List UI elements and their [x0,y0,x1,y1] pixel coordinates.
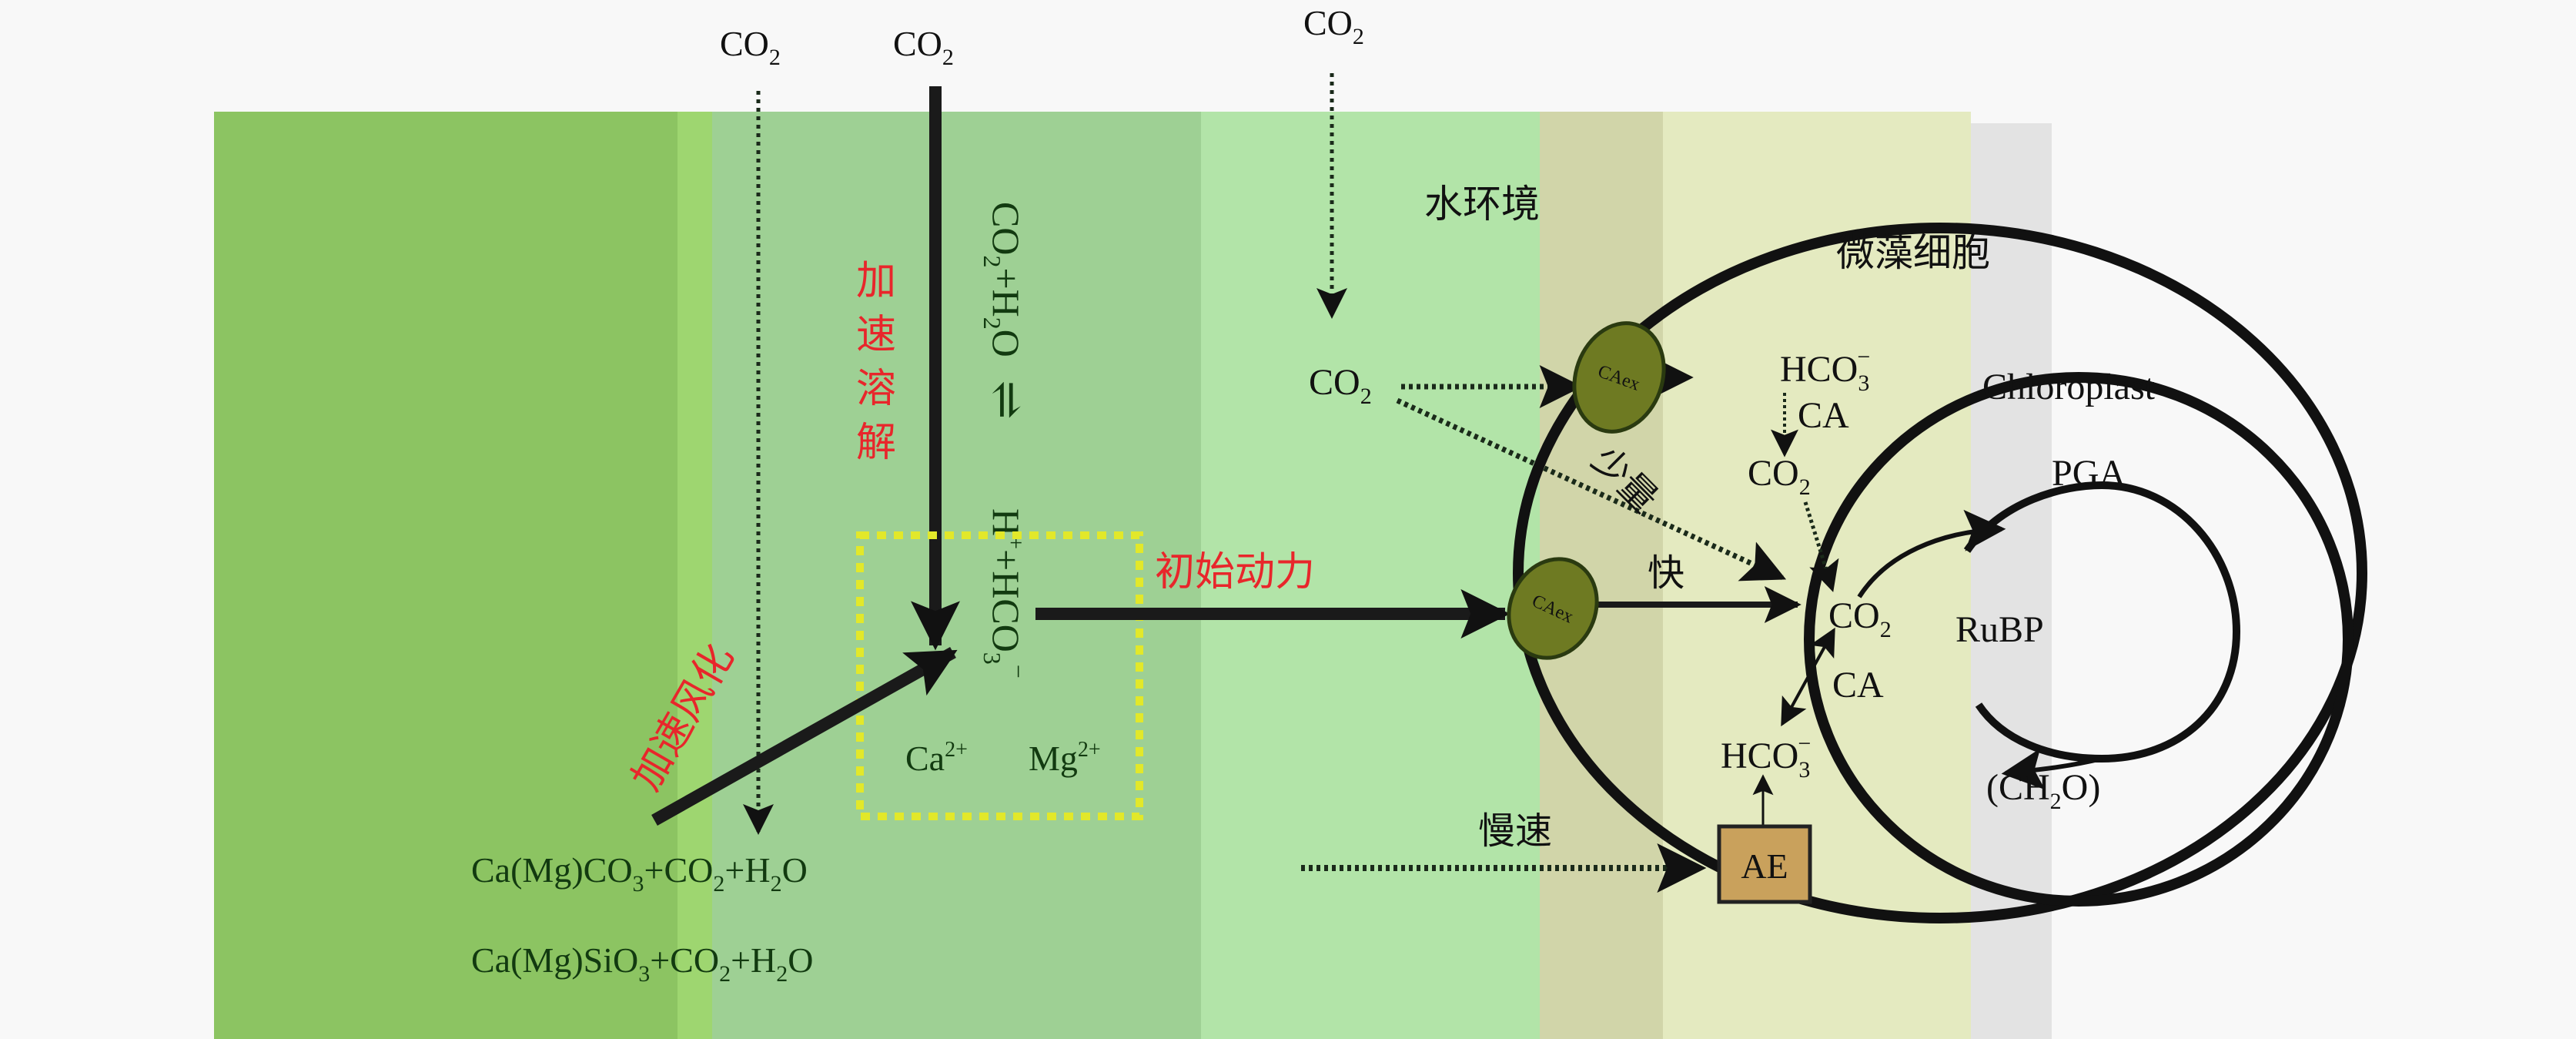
pga-label: PGA [2052,453,2126,494]
band-rock [214,112,677,1039]
calcium-ion-label: Ca2+ [905,738,968,778]
equilibrium-equation: CO2+H2O ⇌ H++HCO3− [979,202,1032,679]
equilibrium-arrow: ⇌ [982,380,1032,419]
slow-label: 慢速 [1478,809,1552,853]
accelerate-dissolution-label: 加 速 溶 解 [856,258,896,466]
microalgae-cell-label: 微藻细胞 [1836,230,1990,275]
water-environment-label: 水环境 [1424,182,1540,226]
caex-lower: CAex [1507,557,1599,660]
cytoplasm-hco3-lower: HCO3− [1721,731,1811,783]
weathering-arrow [651,647,958,826]
calvin-cycle-loop [1963,481,2241,763]
svg-text:解: 解 [856,420,896,466]
chloroplast-label: Chloroplast [1982,367,2156,407]
cytoplasm-ca-upper: CA [1798,395,1849,436]
band-rock-edge [677,112,712,1039]
atmosphere-co2-mid-label: CO2 [893,24,954,70]
svg-text:溶: 溶 [856,366,896,412]
chloroplast-ca-label: CA [1832,665,1884,706]
ions-dashed-box [856,531,1143,820]
atmosphere-co2-right-label: CO2 [1303,3,1364,49]
carbonate-reaction: Ca(Mg)CO3+CO2+H2O [471,850,808,897]
co2-fixation-arrow [1857,509,2006,598]
microalgae-cell-membrane [1513,223,2367,923]
ae-transporter: AE [1717,824,1812,904]
atmosphere-co2-left-label: CO2 [720,24,781,70]
cytoplasm-hco3-upper: HCO3− [1780,344,1870,396]
rubp-label: RuBP [1955,609,2044,650]
chloroplast-co2-label: CO2 [1828,595,1892,642]
co2-to-chloroplast-dotted [1803,501,1839,592]
svg-text:加: 加 [856,258,896,304]
svg-text:速: 速 [856,312,896,358]
band-solution [712,112,1201,1039]
water-co2-label: CO2 [1309,362,1372,409]
svg-text:CO2+H2O: CO2+H2O [979,202,1028,357]
cytoplasm-co2-upper: CO2 [1748,453,1811,500]
driving-force-label: 初始动力 [1155,549,1315,595]
co2-hco3-exchange-arrow [1781,627,1835,727]
silicate-reaction: Ca(Mg)SiO3+CO2+H2O [471,940,813,987]
co2-diffusion-dotted [1396,397,1787,582]
ch2o-output-arrow [2001,748,2103,790]
band-water [1201,112,1540,1039]
ch2o-label: (CH2O) [1986,767,2100,814]
caex-upper: CAex [1572,321,1666,434]
magnesium-ion-label: Mg2+ [1029,738,1101,778]
fast-label: 快 [1648,551,1684,595]
svg-text:AE: AE [1741,846,1788,886]
